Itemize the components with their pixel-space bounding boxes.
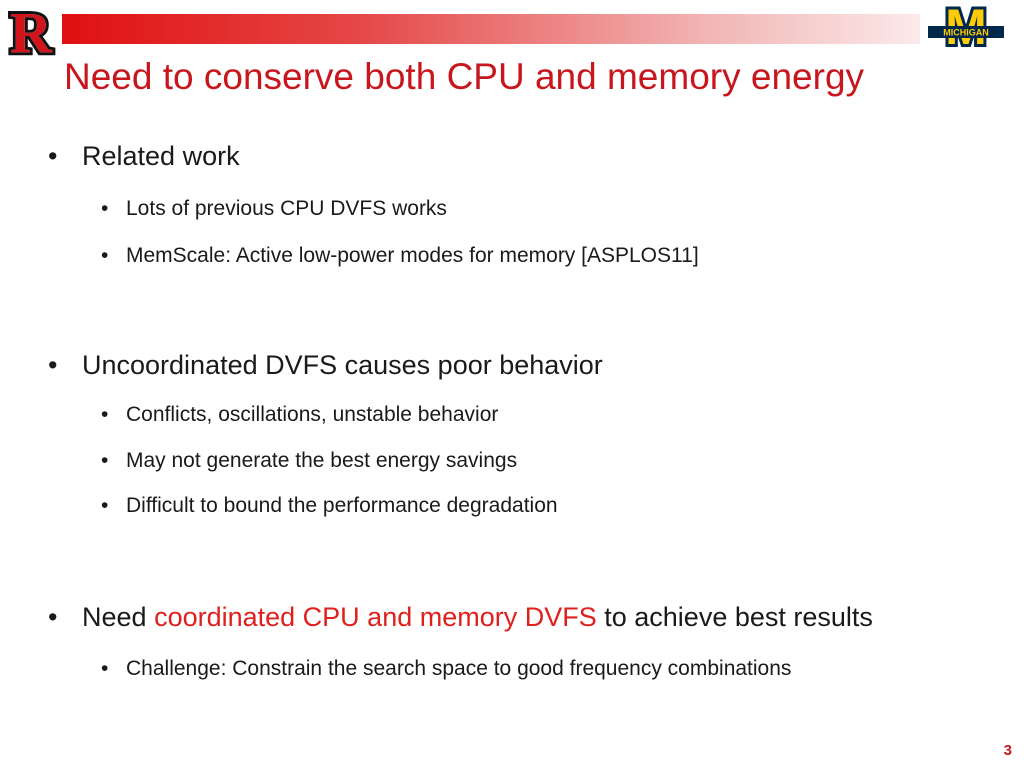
- header-gradient-bar: [62, 14, 920, 44]
- bullet-text: Conflicts, oscillations, unstable behavi…: [126, 403, 499, 426]
- michigan-m-logo: M MICHIGAN: [928, 4, 1004, 58]
- bullet-text: May not generate the best energy savings: [126, 449, 518, 472]
- sub-bullet-conflicts: • Conflicts, oscillations, unstable behav…: [101, 403, 498, 427]
- bullet-text: Challenge: Constrain the search space to…: [126, 657, 792, 680]
- svg-text:R: R: [10, 2, 53, 60]
- bullet-highlight-text: coordinated CPU and memory DVFS: [154, 602, 597, 632]
- bullet-dot: •: [101, 449, 109, 472]
- bullet-dot: •: [48, 141, 58, 171]
- sub-bullet-energy-savings: • May not generate the best energy saving…: [101, 449, 517, 473]
- sub-bullet-cpu-dvfs: • Lots of previous CPU DVFS works: [101, 197, 447, 221]
- bullet-dot: •: [101, 244, 109, 267]
- sub-bullet-challenge: • Challenge: Constrain the search space t…: [101, 657, 791, 681]
- bullet-dot: •: [48, 350, 58, 380]
- bullet-dot: •: [101, 657, 109, 680]
- bullet-related-work: • Related work: [48, 141, 240, 172]
- bullet-text: Related work: [82, 141, 240, 171]
- header-bar-notch: [62, 0, 78, 14]
- rutgers-r-logo: R R: [7, 2, 56, 60]
- bullet-text-suffix: to achieve best results: [596, 602, 873, 632]
- bullet-coordinated-dvfs: • Need coordinated CPU and memory DVFS to…: [48, 602, 873, 633]
- slide-number: 3: [1003, 742, 1012, 759]
- bullet-dot: •: [48, 602, 58, 632]
- svg-text:MICHIGAN: MICHIGAN: [943, 28, 989, 38]
- bullet-uncoordinated-dvfs: • Uncoordinated DVFS causes poor behavior: [48, 350, 603, 381]
- sub-bullet-degradation: • Difficult to bound the performance degr…: [101, 494, 558, 518]
- bullet-text: Uncoordinated DVFS causes poor behavior: [82, 350, 603, 380]
- bullet-text: Lots of previous CPU DVFS works: [126, 197, 447, 220]
- bullet-text-prefix: Need: [82, 602, 155, 632]
- slide-title: Need to conserve both CPU and memory ene…: [64, 56, 865, 97]
- bullet-dot: •: [101, 403, 109, 426]
- sub-bullet-memscale: • MemScale: Active low-power modes for me…: [101, 244, 699, 268]
- bullet-dot: •: [101, 197, 109, 220]
- bullet-text: MemScale: Active low-power modes for mem…: [126, 244, 699, 267]
- bullet-text: Difficult to bound the performance degra…: [126, 494, 558, 517]
- svg-text:R: R: [10, 2, 53, 60]
- bullet-dot: •: [101, 494, 109, 517]
